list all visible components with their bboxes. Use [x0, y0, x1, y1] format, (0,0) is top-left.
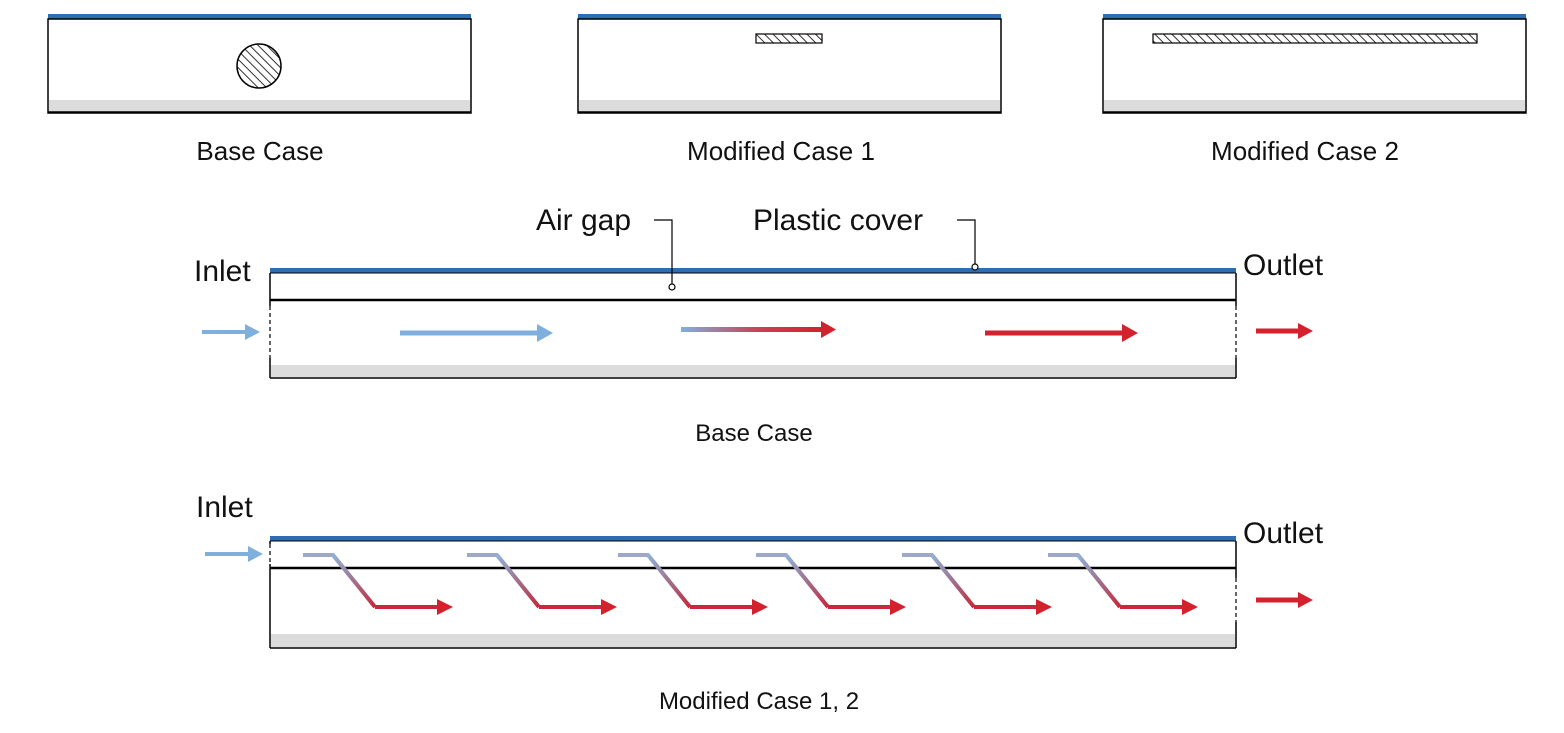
- cross-section-modified-1: Modified Case 1: [577, 14, 1002, 166]
- round-tube-insert: [236, 43, 282, 89]
- channel-floor: [271, 365, 1235, 377]
- modified-channel: Inlet Outlet Modified Case 1, 2: [196, 491, 1324, 715]
- zigzag-flow-arrow: [902, 553, 1052, 615]
- air-gap-label: Air gap: [536, 204, 631, 237]
- modified-inlet-label: Inlet: [196, 491, 253, 524]
- zigzag-flow-arrow: [467, 553, 617, 615]
- zigzag-flow-arrow: [756, 553, 906, 615]
- plastic-cover-label: Plastic cover: [753, 204, 923, 237]
- zigzag-flow-group: [303, 553, 1198, 615]
- base-flow-cold-arrow: [400, 324, 553, 342]
- short-strip-insert: [755, 33, 823, 44]
- air-gap-callout: Air gap: [536, 204, 676, 291]
- base-flow-warming-arrow: [681, 321, 836, 338]
- zigzag-flow-arrow: [303, 553, 453, 615]
- zigzag-flow-arrow: [1048, 553, 1198, 615]
- base-channel: Air gap Plastic cover Inlet Outlet: [194, 204, 1324, 447]
- modified-channel-floor: [271, 634, 1235, 647]
- cross-section-base: Base Case: [47, 14, 472, 166]
- base-inlet-label: Inlet: [194, 255, 251, 288]
- cross-section-modified-1-caption: Modified Case 1: [687, 136, 875, 166]
- long-strip-insert: [1152, 33, 1478, 44]
- zigzag-flow-arrow: [618, 553, 768, 615]
- modified-outlet-label: Outlet: [1243, 517, 1324, 550]
- cross-section-base-caption: Base Case: [196, 136, 323, 166]
- base-outlet-arrow: [1256, 323, 1313, 339]
- modified-outlet-arrow: [1256, 592, 1313, 608]
- base-flow-hot-arrow: [985, 324, 1138, 342]
- base-outlet-label: Outlet: [1243, 249, 1324, 282]
- base-inlet-arrow: [202, 324, 260, 340]
- base-channel-caption: Base Case: [695, 420, 812, 447]
- modified-inlet-arrow: [205, 546, 263, 562]
- cross-section-modified-2-caption: Modified Case 2: [1211, 136, 1399, 166]
- cross-section-modified-2: Modified Case 2: [1102, 14, 1527, 166]
- plastic-cover-callout: Plastic cover: [753, 204, 979, 271]
- modified-channel-caption: Modified Case 1, 2: [659, 688, 859, 715]
